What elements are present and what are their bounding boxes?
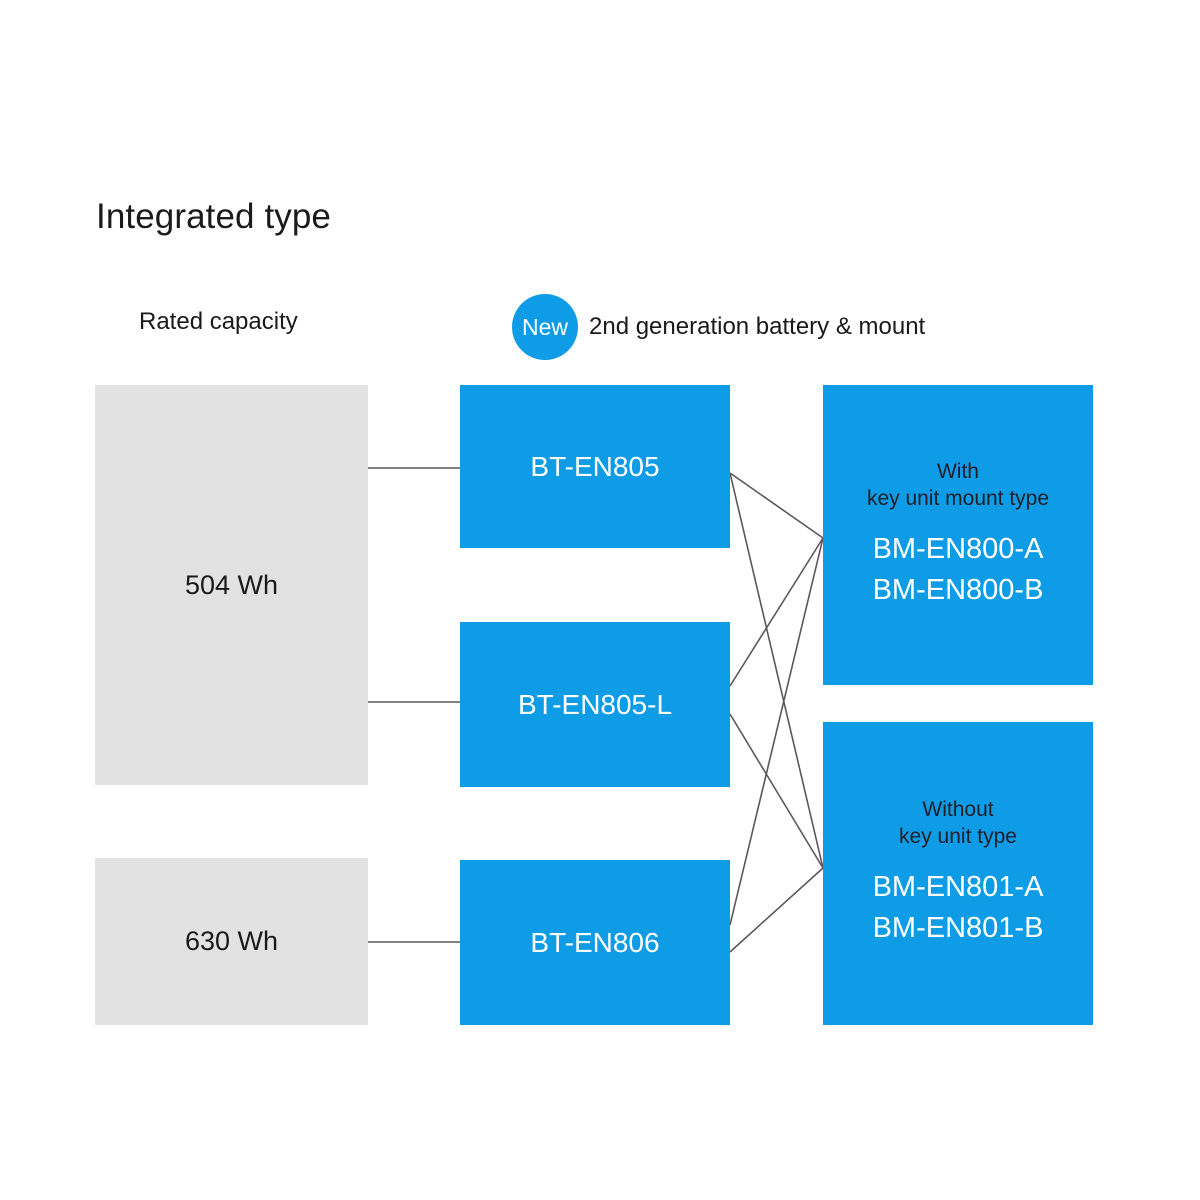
battery-box-bt-en805-l[interactable]: BT-EN805-L bbox=[460, 622, 730, 787]
page-title: Integrated type bbox=[96, 197, 331, 236]
battery-box-bt-en806[interactable]: BT-EN806 bbox=[460, 860, 730, 1025]
capacity-label: 630 Wh bbox=[184, 926, 279, 956]
mount-kind-label: With key unit mount type bbox=[866, 459, 1050, 510]
connector-bat0-mnt1 bbox=[729, 472, 824, 869]
capacity-box-630wh[interactable]: 630 Wh bbox=[95, 858, 368, 1025]
mount-model-label: BM-EN800-A bbox=[872, 532, 1044, 565]
column-heading-rated-capacity: Rated capacity bbox=[139, 308, 298, 335]
connector-bat0-mnt0 bbox=[729, 472, 824, 539]
capacity-label: 504 Wh bbox=[184, 569, 279, 600]
battery-box-bt-en805[interactable]: BT-EN805 bbox=[460, 385, 730, 548]
legend-generation: New 2nd generation battery & mount bbox=[512, 294, 925, 360]
mount-box-with-key-unit[interactable]: With key unit mount type BM-EN800-A BM-E… bbox=[823, 385, 1093, 685]
capacity-box-504wh[interactable]: 504 Wh bbox=[95, 385, 368, 785]
column-heading-generation: 2nd generation battery & mount bbox=[589, 313, 926, 340]
mount-model-label: BM-EN801-B bbox=[872, 912, 1044, 945]
mount-kind-label: Without key unit type bbox=[899, 798, 1017, 849]
battery-label: BT-EN805-L bbox=[517, 688, 673, 720]
battery-label: BT-EN806 bbox=[530, 926, 660, 958]
connector-bat2-mnt0 bbox=[729, 537, 824, 926]
mount-model-label: BM-EN801-A bbox=[872, 871, 1044, 904]
mount-model-label: BM-EN800-B bbox=[872, 573, 1044, 606]
battery-label: BT-EN805 bbox=[530, 450, 660, 482]
connector-bat2-mnt1 bbox=[729, 867, 824, 953]
new-badge: New bbox=[512, 294, 578, 360]
connector-bat1-mnt0 bbox=[729, 537, 824, 687]
connector-bat1-mnt1 bbox=[729, 713, 824, 869]
mount-box-without-key-unit[interactable]: Without key unit type BM-EN801-A BM-EN80… bbox=[823, 722, 1093, 1025]
